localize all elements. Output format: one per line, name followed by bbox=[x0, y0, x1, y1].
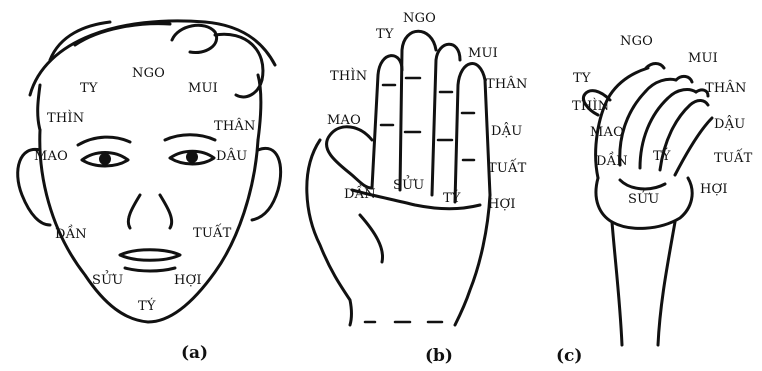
face-label-hoi: HỢI bbox=[174, 273, 202, 288]
hand-label-mao: MAO bbox=[327, 113, 361, 128]
foot-label-than: THÂN bbox=[705, 80, 747, 96]
hand-label-suu: SỬU bbox=[393, 175, 424, 193]
face-label-ngo: NGO bbox=[132, 66, 165, 81]
face-label-suu: SỬU bbox=[92, 270, 123, 288]
face-label-dau: DÂU bbox=[216, 148, 247, 164]
foot-label-tuat: TUẤT bbox=[714, 148, 753, 166]
hand-label-ty2: TÝ bbox=[443, 190, 461, 206]
foot-label-suu: SỬU bbox=[628, 189, 659, 207]
face-label-thin: THÌN bbox=[47, 110, 84, 126]
hand-label-than: THÂN bbox=[486, 76, 528, 92]
hand-label-tuat: TUẤT bbox=[488, 158, 527, 176]
foot-label-dan: DẦN bbox=[596, 151, 628, 169]
hand-label-dau: DẬU bbox=[491, 122, 522, 139]
face-label-mao: MAO bbox=[34, 149, 68, 164]
caption-c: (c) bbox=[556, 346, 582, 366]
hand-label-mui: MUI bbox=[468, 46, 498, 61]
caption-b: (b) bbox=[425, 346, 453, 366]
face-label-dan: DẦN bbox=[55, 224, 87, 242]
face-label-than: THÂN bbox=[214, 118, 256, 134]
foot-label-ty: TY bbox=[573, 71, 591, 86]
face-label-tuat: TUẤT bbox=[193, 223, 232, 241]
caption-a: (a) bbox=[181, 343, 208, 363]
face-label-mui: MUI bbox=[188, 81, 218, 96]
hand-label-thin: THÌN bbox=[330, 68, 367, 84]
foot-label-ngo: NGO bbox=[620, 34, 653, 49]
foot-label-mui: MUI bbox=[688, 51, 718, 66]
face-label-ty-top: TY bbox=[80, 81, 98, 96]
right-pupil bbox=[186, 151, 198, 163]
hand-labels: TY NGO MUI THÌN THÂN MAO DẬU TUẤT DẦN SỬ… bbox=[327, 11, 528, 212]
foot-label-hoi: HỢI bbox=[700, 182, 728, 197]
face-labels: NGO TY MUI THÌN THÂN MAO DÂU DẦN TUẤT SỬ… bbox=[34, 66, 256, 314]
face-label-ty-bottom: TÝ bbox=[138, 298, 156, 314]
foot-label-ty2: TÝ bbox=[653, 148, 671, 164]
left-pupil bbox=[99, 153, 111, 165]
hand-label-dan: DẦN bbox=[344, 184, 376, 202]
hand-label-ty: TY bbox=[376, 27, 394, 42]
hand-label-ngo: NGO bbox=[403, 11, 436, 26]
foot-label-mao: MAO bbox=[590, 125, 624, 140]
foot-label-dau: DẬU bbox=[714, 115, 745, 132]
hand-label-hoi: HỢI bbox=[488, 197, 516, 212]
foot-label-thin: THÌN bbox=[572, 98, 609, 114]
